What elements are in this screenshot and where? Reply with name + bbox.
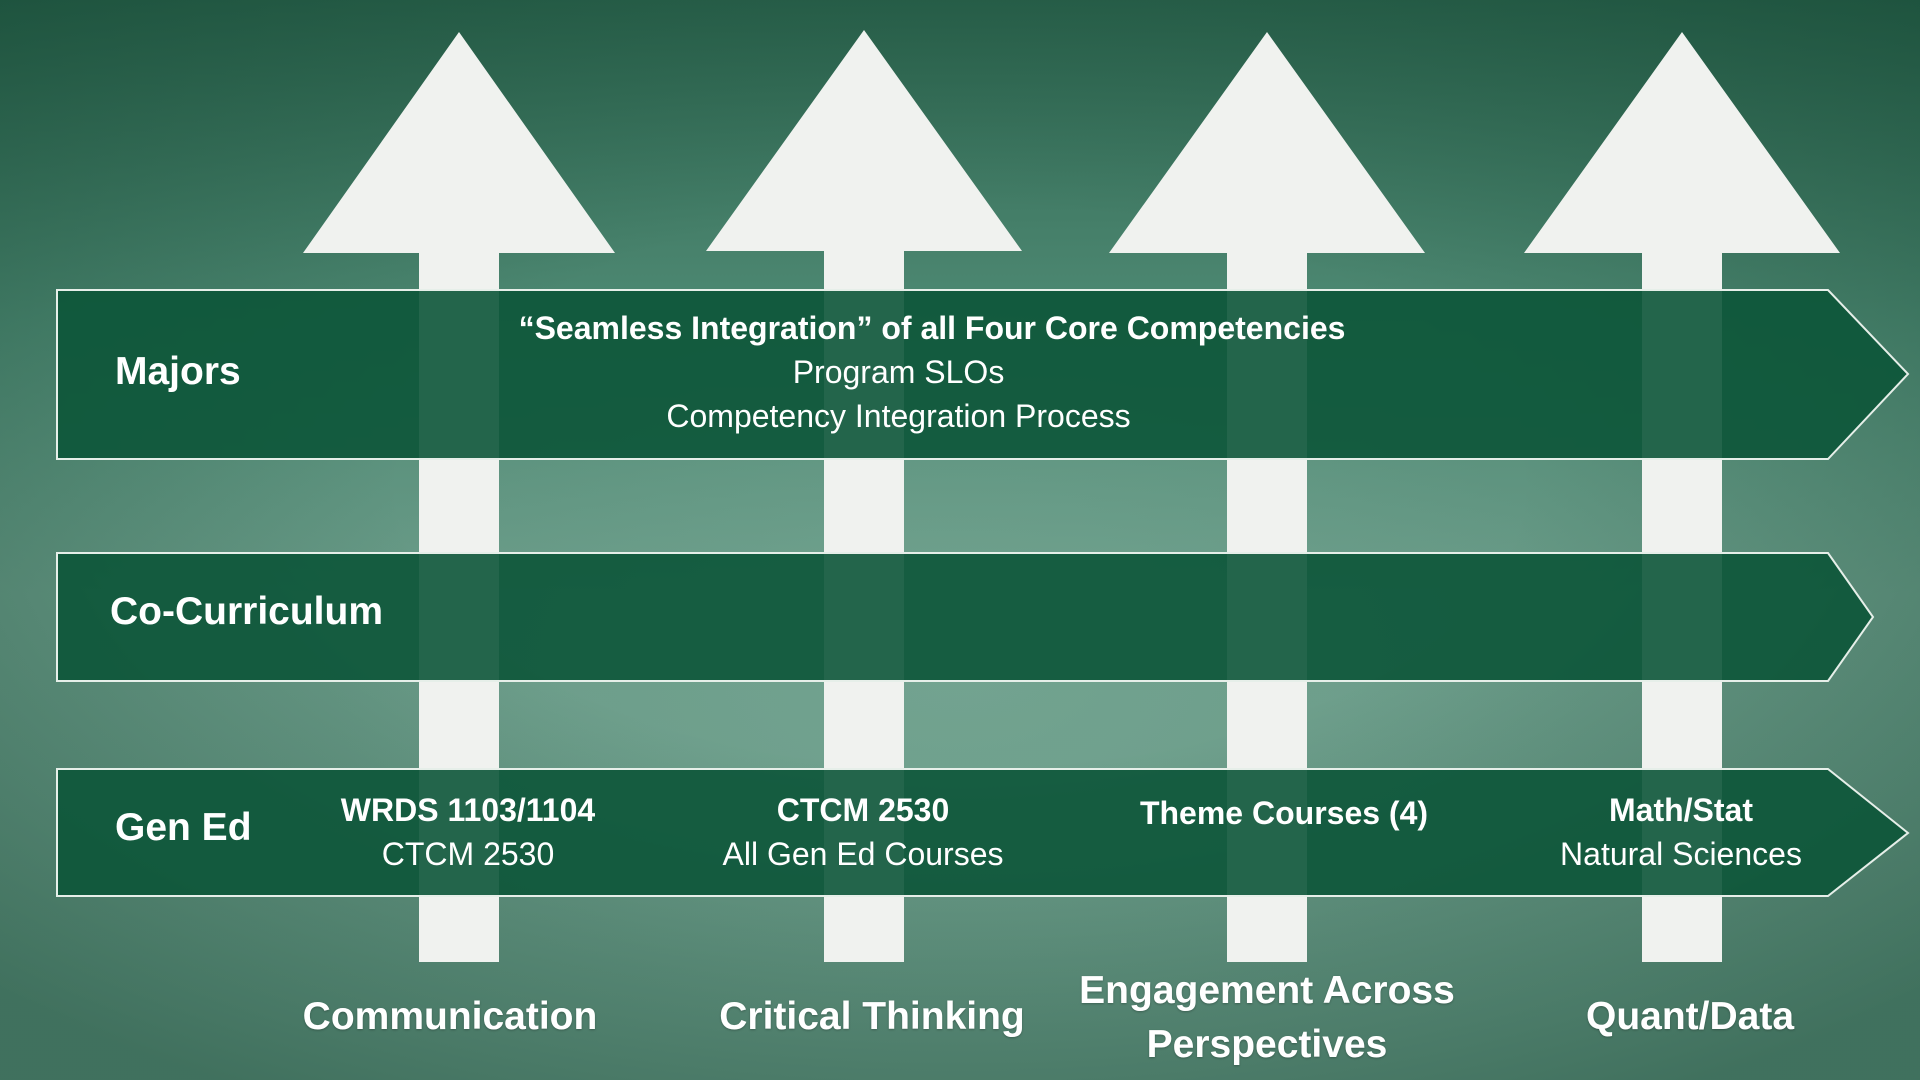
arrow-engagement [1109, 32, 1425, 962]
row-label-gened: Gen Ed [115, 806, 252, 849]
competency-label-quant-data: Quant/Data [1490, 990, 1890, 1044]
gened-cell-bold: Math/Stat [1609, 792, 1753, 828]
band-majors [56, 289, 1910, 460]
majors-content: “Seamless Integration” of all Four Core … [432, 306, 1432, 438]
competency-label-line: Engagement Across [1079, 969, 1455, 1012]
gened-cell-engagement: Theme Courses (4) [1134, 791, 1434, 835]
gened-cell-communication: WRDS 1103/1104 CTCM 2530 [318, 788, 618, 876]
gened-cell-bold: WRDS 1103/1104 [340, 792, 596, 828]
competency-label-communication: Communication [250, 990, 650, 1044]
gened-cell-normal: CTCM 2530 [381, 836, 555, 872]
arrow-critical-thinking [706, 30, 1022, 962]
competency-label-line: Perspectives [1146, 1023, 1388, 1066]
competency-label-line: Communication [302, 995, 598, 1038]
competency-label-line: Critical Thinking [719, 995, 1025, 1038]
competency-label-critical-thinking: Critical Thinking [672, 990, 1072, 1044]
arrow-communication [303, 32, 615, 962]
gened-cell-critical-thinking: CTCM 2530 All Gen Ed Courses [713, 788, 1013, 876]
gened-cell-bold: Theme Courses (4) [1139, 795, 1429, 831]
row-label-cocurriculum: Co-Curriculum [110, 590, 383, 633]
gened-cell-quant-data: Math/Stat Natural Sciences [1531, 788, 1831, 876]
majors-heading: “Seamless Integration” of all Four Core … [518, 310, 1346, 346]
majors-integration-process: Competency Integration Process [666, 398, 1131, 434]
competency-label-line: Quant/Data [1585, 995, 1795, 1038]
arrow-quant-data [1524, 32, 1840, 962]
gened-cell-bold: CTCM 2530 [776, 792, 950, 828]
gened-cell-normal: Natural Sciences [1560, 836, 1802, 872]
competency-label-engagement: Engagement Across Perspectives [1067, 964, 1467, 1072]
band-gened [56, 768, 1910, 897]
majors-program-slos: Program SLOs [792, 354, 1005, 390]
band-cocurriculum [56, 552, 1875, 682]
row-label-majors: Majors [115, 350, 241, 393]
gened-cell-normal: All Gen Ed Courses [722, 836, 1004, 872]
